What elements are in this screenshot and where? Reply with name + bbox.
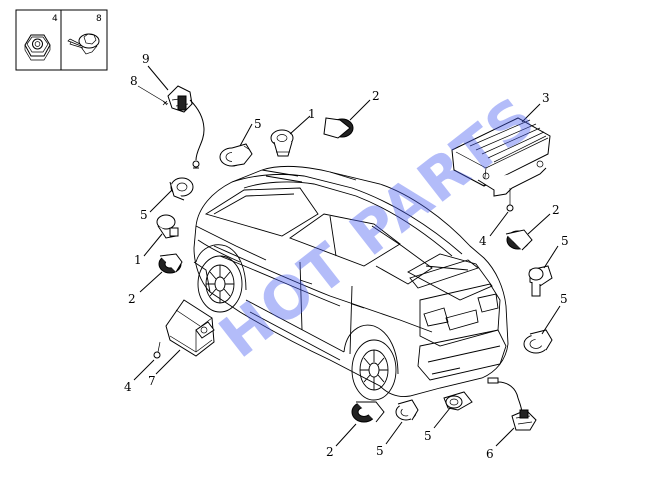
leader-5b: [149, 189, 173, 213]
leader-5a: [239, 123, 253, 147]
leader-4a: [489, 211, 509, 237]
callout-2a: 2: [372, 89, 380, 103]
screw-mark-8: [162, 100, 168, 106]
part-5-sensor-a: [219, 143, 253, 167]
fastener-legend: 4 8: [15, 9, 108, 71]
leader-3: [521, 103, 541, 123]
leader-2d: [335, 423, 357, 447]
callout-2d: 2: [326, 445, 334, 459]
flange-screw-icon: [67, 33, 100, 55]
callout-2c: 2: [552, 203, 560, 217]
callout-7: 7: [148, 374, 156, 388]
part-7-sensor-control-unit: [165, 299, 215, 357]
legend-number-screw: 8: [96, 14, 102, 24]
callout-5a: 5: [254, 117, 262, 131]
part-1-sensor-b: [156, 214, 179, 239]
callout-8: 8: [130, 74, 138, 88]
leader-5c: [543, 245, 559, 269]
leader-5f: [433, 407, 451, 429]
part-6-sensor-wire-assembly: [487, 377, 537, 431]
leader-5e: [385, 421, 403, 445]
callout-1b: 1: [134, 253, 142, 267]
callout-3: 3: [542, 91, 550, 105]
leader-4b: [133, 359, 155, 381]
leader-2b: [139, 271, 163, 293]
part-2-sensor-b: [158, 253, 183, 274]
part-5-sensor-c: [528, 265, 553, 297]
leader-2c: [527, 213, 551, 235]
part-5-sensor-f: [443, 391, 473, 411]
legend-number-nut: 4: [52, 14, 58, 24]
nut-4a: [506, 204, 514, 212]
leader-1a: [289, 115, 311, 135]
part-5-sensor-b: [169, 177, 194, 201]
hex-nut-icon: [24, 34, 51, 61]
callout-4a: 4: [479, 234, 487, 248]
part-9-sensor-bracket: [167, 85, 205, 169]
suv-vehicle-outline: [193, 165, 509, 401]
callout-6: 6: [486, 447, 494, 461]
callout-5f: 5: [424, 429, 432, 443]
callout-1a: 1: [308, 107, 316, 121]
part-5-sensor-e: [395, 399, 419, 421]
callout-4b: 4: [124, 380, 132, 394]
part-3-parking-control-module: [451, 117, 551, 197]
part-5-sensor-d: [523, 329, 553, 354]
callout-5d: 5: [560, 292, 568, 306]
callout-5b: 5: [140, 208, 148, 222]
leader-5d: [541, 305, 561, 335]
callout-9: 9: [142, 52, 150, 66]
callout-5c: 5: [561, 234, 569, 248]
leader-1b: [143, 233, 163, 257]
leader-7: [155, 349, 181, 375]
part-2-sensor-c: [505, 229, 533, 251]
part-1-sensor-a: [270, 129, 294, 157]
nut-4b: [153, 351, 161, 359]
part-2-sensor-d: [351, 401, 385, 423]
leader-6: [495, 427, 515, 447]
part-2-sensor-a: [323, 117, 354, 139]
callout-5e: 5: [376, 444, 384, 458]
leader-9: [147, 65, 169, 91]
callout-2b: 2: [128, 292, 136, 306]
leader-2a: [349, 99, 371, 121]
leader-4b-stub: [157, 341, 161, 353]
